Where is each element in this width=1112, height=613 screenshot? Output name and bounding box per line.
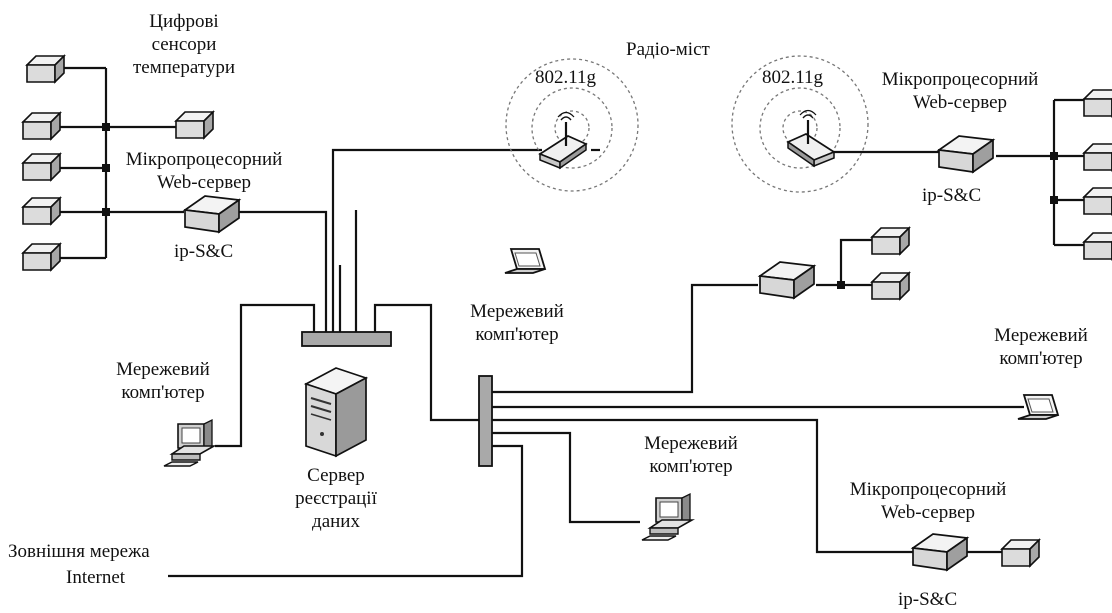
connection-lines (60, 66, 1084, 578)
sensors-label-line1: Цифрові (149, 11, 219, 32)
external-network-label: Зовнішня мережа (8, 541, 150, 562)
radio-range-circles (505, 55, 869, 193)
server-label: Сервер реєстрації даних (284, 464, 388, 533)
web-server-bottom-line1: Мікропроцесорний (849, 479, 1007, 500)
pc-left-label: Мережевий комп'ютер (98, 358, 228, 404)
web-server-right-label: Мікропроцесорний Web-сервер (866, 68, 1054, 114)
sensors-label: Цифрові сенсори температури (118, 10, 250, 79)
laptop-top-line1: Мережевий (470, 301, 564, 322)
bus-hub-secondary (478, 375, 493, 467)
web-server-bottom-label: Мікропроцесорний Web-сервер (834, 478, 1022, 524)
ipsc-right-label: ip-S&C (922, 185, 982, 206)
sensors-label-line3: температури (132, 57, 236, 78)
radio-bridge-label: Радіо-міст (626, 39, 710, 60)
pc-left-line2: комп'ютер (121, 382, 205, 403)
server-tower-icon (303, 367, 369, 458)
pc-bottom-line1: Мережевий (644, 433, 738, 454)
web-server-right-line2: Web-сервер (912, 92, 1008, 113)
web-server-bottom-line2: Web-сервер (880, 502, 976, 523)
server-label-line1: Сервер (307, 465, 365, 486)
ipsc-bottom-label: ip-S&C (898, 589, 958, 610)
server-label-line2: реєстрації (295, 488, 377, 509)
web-server-left-line1: Мікропроцесорний (125, 149, 283, 170)
laptop-right-line2: комп'ютер (999, 348, 1083, 369)
internet-label: Internet (66, 567, 126, 588)
junction-dots (102, 123, 1058, 289)
pc-bottom-label: Мережевий комп'ютер (626, 432, 756, 478)
pc-left-line1: Мережевий (116, 359, 210, 380)
wifi-standard-left: 802.11g (535, 67, 597, 88)
web-server-left-line2: Web-сервер (156, 172, 252, 193)
laptop-top-label: Мережевий комп'ютер (452, 300, 582, 346)
laptop-top-line2: комп'ютер (475, 324, 559, 345)
laptop-right-line1: Мережевий (994, 325, 1088, 346)
wifi-standard-right: 802.11g (762, 67, 824, 88)
pc-bottom-line2: комп'ютер (649, 456, 733, 477)
server-label-line3: даних (312, 511, 360, 532)
laptop-right-label: Мережевий комп'ютер (976, 324, 1106, 370)
web-server-left-label: Мікропроцесорний Web-сервер (116, 148, 292, 194)
sensors-label-line2: сенсори (151, 34, 217, 55)
bus-hub-main (301, 331, 392, 347)
ipsc-left-label: ip-S&C (174, 241, 234, 262)
web-server-right-line1: Мікропроцесорний (881, 69, 1039, 90)
